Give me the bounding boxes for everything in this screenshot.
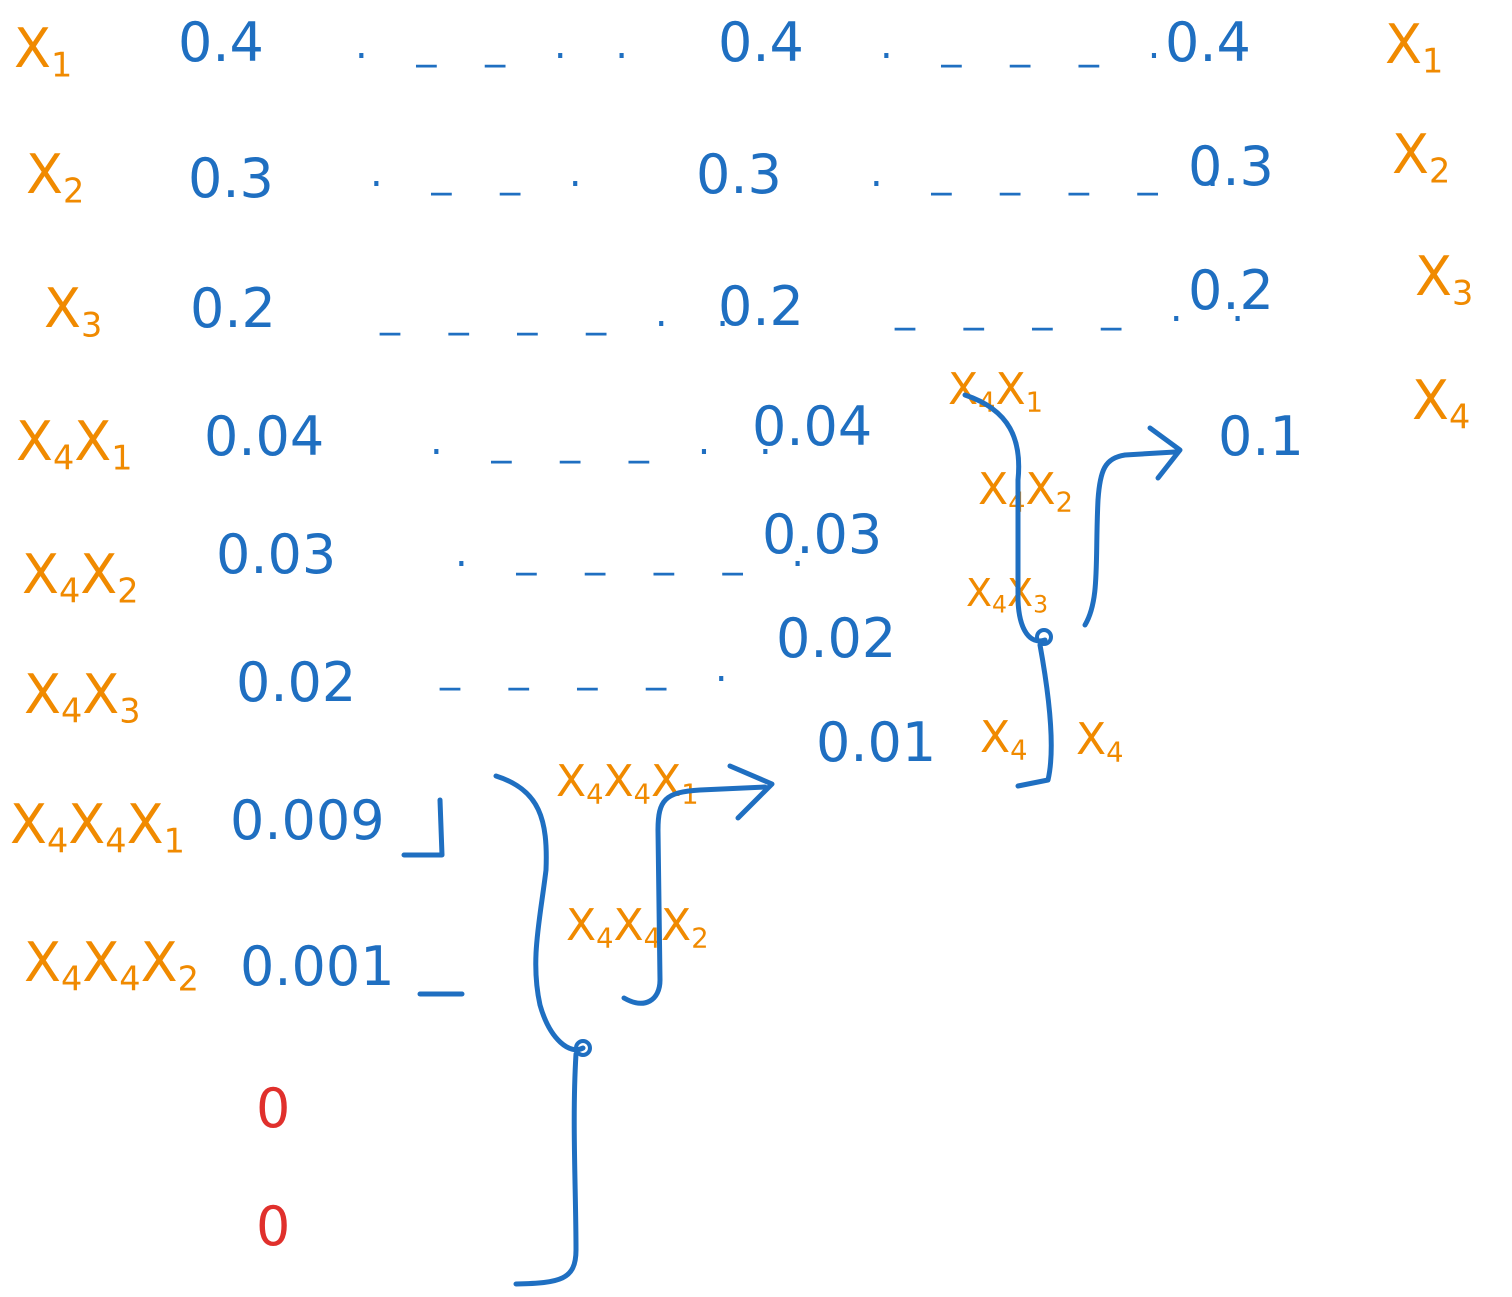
merge-result-label: X4 <box>1076 714 1124 769</box>
merge-result-label: X4 <box>1412 369 1471 437</box>
leader-dots: . _ _ _ _ . <box>870 150 1238 196</box>
leader-dots: . _ _ _ _ . <box>455 530 823 576</box>
leader-dots: _ _ _ _ . . <box>380 290 748 336</box>
row-label: X4X3 <box>24 663 141 731</box>
leader-dots: _ _ _ _ . . <box>895 285 1263 331</box>
value: 0.3 <box>696 143 782 206</box>
arrow-head <box>1147 425 1183 481</box>
value: 0.2 <box>190 277 276 340</box>
value: 0.2 <box>1188 259 1274 322</box>
value: 0.4 <box>1165 11 1251 74</box>
value: 0.009 <box>230 789 385 852</box>
row-label: X2 <box>26 143 85 211</box>
bracket <box>621 784 768 1006</box>
value: 0.001 <box>240 935 395 998</box>
right-label: X3 <box>1415 245 1474 313</box>
value: 0.3 <box>1188 135 1274 198</box>
merge-result-label: X4 <box>980 712 1028 767</box>
arrow-head <box>727 763 775 821</box>
value: 0.4 <box>178 11 264 74</box>
bracket <box>1015 642 1054 789</box>
merge-label: X4X4X1 <box>556 756 699 811</box>
leader-dots: _ _ _ _ . <box>440 645 746 691</box>
merge-result-value: 0.01 <box>816 711 937 774</box>
value: 0.02 <box>776 607 897 670</box>
underline <box>401 797 445 858</box>
value: 0.04 <box>752 395 873 458</box>
value: 0.03 <box>762 503 883 566</box>
row-label: X1 <box>14 17 73 85</box>
bracket <box>513 1051 579 1287</box>
value: 0.4 <box>718 11 804 74</box>
right-label: X1 <box>1385 13 1444 81</box>
bracket-node <box>574 1039 592 1057</box>
right-label: X2 <box>1392 123 1451 191</box>
value: 0.03 <box>216 523 337 586</box>
leader-dots: . _ _ . <box>370 150 600 196</box>
merge-result-value: 0.1 <box>1218 405 1304 468</box>
merge-label: X4X4X2 <box>566 900 709 955</box>
leader-dots: . _ _ _ . <box>880 22 1179 68</box>
zero-value: 0 <box>256 1195 291 1258</box>
row-label: X4X2 <box>22 543 139 611</box>
bracket <box>493 773 586 1053</box>
value: 0.3 <box>188 147 274 210</box>
zero-value: 0 <box>256 1077 291 1140</box>
row-label: X4X4X2 <box>24 931 199 999</box>
value: 0.02 <box>236 651 357 714</box>
bracket-node <box>1035 628 1053 646</box>
row-label: X3 <box>44 277 103 345</box>
leader-dots: . _ _ . . <box>355 22 647 68</box>
row-label: X4X4X1 <box>10 793 185 861</box>
bracket <box>962 392 1048 644</box>
leader-dots: . _ _ _ . . <box>430 418 790 464</box>
merge-label: X4X2 <box>978 464 1074 519</box>
value: 0.04 <box>204 405 325 468</box>
row-label: X4X1 <box>16 410 133 478</box>
value: 0.2 <box>718 275 804 338</box>
bracket <box>1082 449 1178 628</box>
